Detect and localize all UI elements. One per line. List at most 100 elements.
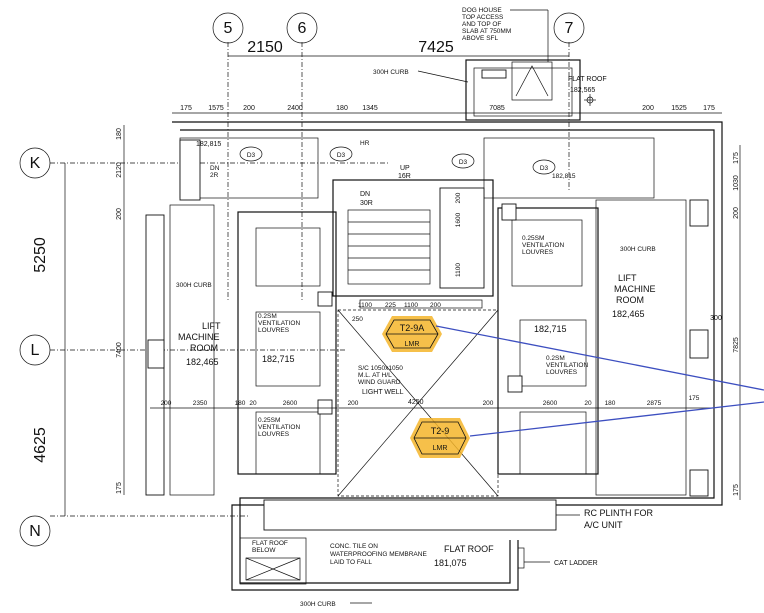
left-lmr-label-2: MACHINE (178, 332, 220, 342)
svg-text:1575: 1575 (208, 105, 224, 112)
svg-text:175: 175 (180, 105, 192, 112)
grid-bubble-7: 7 (553, 12, 585, 44)
svg-text:2600: 2600 (543, 400, 558, 407)
svg-text:L: L (31, 342, 40, 359)
light-well (337, 299, 499, 497)
left-curb-label: 300H CURB (176, 282, 212, 289)
left-lmr (237, 211, 337, 475)
left-lmr-level: 182,465 (186, 357, 219, 367)
svg-text:7400: 7400 (116, 342, 123, 358)
dim-col-left: 180 2120 200 7400 175 (116, 125, 125, 495)
right-inner-level: 182,715 (534, 324, 567, 334)
lw-note-1: S/C 1050x1050 (358, 365, 403, 372)
svg-text:2600: 2600 (283, 400, 298, 407)
hr-label: HR (360, 140, 370, 147)
dog-house-note: DOG HOUSE TOP ACCESS AND TOP OF SLAB AT … (462, 7, 549, 62)
svg-text:D3: D3 (540, 165, 549, 172)
conc-tile-1: CONC. TILE ON (330, 543, 378, 550)
level-182815-right: 182,815 (552, 173, 576, 180)
level-marker-icon (584, 94, 596, 106)
right-vent-1a: 0.25SM (522, 235, 544, 242)
dog-house (465, 59, 581, 121)
svg-text:200: 200 (483, 400, 494, 407)
right-lmr (497, 203, 599, 475)
curb-label-bottom: 300H CURB (300, 601, 336, 608)
lw-dim-4250: 4250 (408, 399, 424, 406)
dn-30r-line1: DN (360, 191, 370, 198)
outer-walls (145, 121, 723, 591)
grid-bubble-6: 6 (286, 12, 318, 44)
left-vent-2c: LOUVRES (258, 431, 290, 438)
lw-dim-3: 1100 (404, 302, 418, 309)
svg-text:D3: D3 (247, 152, 256, 159)
svg-text:200: 200 (455, 192, 462, 203)
svg-text:20: 20 (249, 400, 257, 407)
left-vent-1b: VENTILATION (258, 320, 300, 327)
svg-text:175: 175 (703, 105, 715, 112)
svg-text:T2-9: T2-9 (431, 426, 450, 436)
right-lmr-label-3: ROOM (616, 295, 644, 305)
svg-text:200: 200 (733, 207, 740, 219)
svg-text:AND TOP OF: AND TOP OF (462, 21, 501, 28)
flat-roof-top-level: 182,565 (570, 87, 595, 94)
svg-text:7: 7 (565, 20, 574, 37)
dim-7425: 7425 (418, 39, 454, 56)
svg-text:2350: 2350 (193, 400, 208, 407)
svg-text:5: 5 (224, 20, 233, 37)
conc-tile-2: WATERPROOFING MEMBRANE (330, 551, 427, 558)
svg-text:TOP ACCESS: TOP ACCESS (462, 14, 504, 21)
conc-tile-3: LAID TO FALL (330, 559, 372, 566)
left-vent-1c: LOUVRES (258, 327, 290, 334)
right-lmr-label-2: MACHINE (614, 284, 656, 294)
grid-bubble-l: L (19, 334, 51, 366)
dn-30r-line2: 30R (360, 200, 373, 207)
left-vent-1a: 0.2SM (258, 313, 277, 320)
svg-text:ABOVE SFL: ABOVE SFL (462, 35, 499, 42)
lw-note-4: LIGHT WELL (362, 389, 404, 396)
svg-text:2400: 2400 (287, 105, 303, 112)
svg-text:175: 175 (689, 395, 700, 402)
svg-text:D3: D3 (459, 159, 468, 166)
svg-text:SLAB AT 750MM: SLAB AT 750MM (462, 28, 511, 35)
grid-bubble-5: 5 (212, 12, 244, 44)
grid-lines (50, 42, 570, 517)
lw-note-3: WIND GUARD (358, 379, 401, 386)
upper-rooms (179, 137, 655, 201)
marker-t2-9: T2-9 LMR (410, 418, 470, 458)
door-d3-2: D3 (329, 146, 353, 162)
svg-text:175: 175 (733, 484, 740, 496)
svg-text:7085: 7085 (489, 105, 505, 112)
flat-roof-top-label: FLAT ROOF (568, 76, 607, 83)
lw-dim-250: 250 (352, 316, 363, 323)
svg-text:180: 180 (605, 400, 616, 407)
left-vent-2b: VENTILATION (258, 424, 300, 431)
dn-2r-line2: 2R (210, 172, 219, 179)
svg-text:1030: 1030 (733, 175, 740, 191)
svg-text:2875: 2875 (647, 400, 662, 407)
flat-roof-below-box (239, 537, 307, 585)
left-vent-2a: 0.25SM (258, 417, 280, 424)
right-lmr-level: 182,465 (612, 309, 645, 319)
svg-text:175: 175 (733, 152, 740, 164)
cat-ladder-label: CAT LADDER (554, 560, 598, 567)
svg-text:200: 200 (243, 105, 255, 112)
svg-text:T2-9A: T2-9A (400, 323, 425, 333)
grid-bubble-n: N (19, 515, 51, 547)
svg-text:200: 200 (348, 400, 359, 407)
cat-ladder-icon (517, 547, 525, 569)
right-vent-1c: LOUVRES (522, 249, 554, 256)
lw-dim-1: 1100 (358, 302, 372, 309)
svg-text:180: 180 (336, 105, 348, 112)
svg-text:180: 180 (116, 128, 123, 140)
up-16r-line1: UP (400, 165, 410, 172)
right-vent-2c: LOUVRES (546, 369, 578, 376)
left-lmr-label-1: LIFT (202, 321, 221, 331)
dim-col-right: 175 1030 200 7825 300 175 (710, 145, 741, 500)
door-d3-4: D3 (532, 159, 556, 175)
right-vent-2a: 0.2SM (546, 355, 565, 362)
dim-5250: 5250 (32, 237, 49, 273)
lw-dim-4: 200 (430, 302, 441, 309)
svg-text:1525: 1525 (671, 105, 687, 112)
marker-t2-9a: T2-9A LMR (382, 316, 442, 352)
door-d3-3: D3 (451, 153, 475, 169)
